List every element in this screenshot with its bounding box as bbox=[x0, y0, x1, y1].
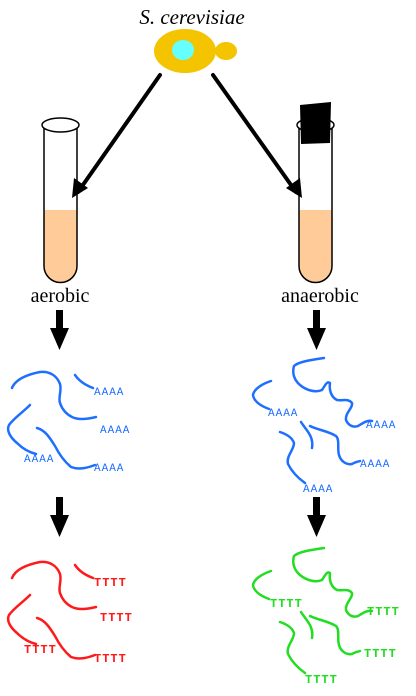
organism-title: S. cerevisiae bbox=[139, 5, 244, 29]
yeast-bud bbox=[215, 42, 237, 60]
arrow-head-to-anaerobic bbox=[286, 178, 302, 198]
aerobic-mrna bbox=[6, 370, 98, 470]
aerobic-polya-tails: AAAA AAAA AAAA AAAA bbox=[24, 387, 130, 475]
polya-tail: AAAA bbox=[24, 454, 54, 466]
polya-tail: AAAA bbox=[94, 463, 124, 475]
label-anaerobic: anaerobic bbox=[281, 285, 359, 307]
polya-tail: AAAA bbox=[303, 484, 333, 496]
aerobic-tube-outline bbox=[43, 125, 78, 284]
polyt-tail: TTTT bbox=[270, 597, 303, 611]
seal-stopper bbox=[300, 102, 331, 144]
anaerobic-mrna bbox=[251, 356, 374, 485]
polyt-tail: TTTT bbox=[94, 652, 127, 666]
down-arrow-anaerobic-2 bbox=[307, 497, 326, 537]
polya-tail: AAAA bbox=[360, 459, 390, 471]
yeast-cell bbox=[154, 29, 237, 73]
polyt-tail: TTTT bbox=[100, 611, 133, 625]
anaerobic-cdna bbox=[251, 546, 374, 675]
polyt-tail: TTTT bbox=[305, 673, 338, 687]
arrow-to-aerobic bbox=[76, 73, 162, 194]
aerobic-cdna bbox=[6, 560, 98, 660]
label-aerobic: aerobic bbox=[31, 285, 90, 307]
aerobic-polyt-tails: TTTT TTTT TTTT TTTT bbox=[24, 576, 133, 666]
polya-tail: AAAA bbox=[366, 420, 396, 432]
anaerobic-tube-outline bbox=[298, 125, 333, 284]
anaerobic-polyt-tails: TTTT TTTT TTTT TTTT bbox=[270, 597, 400, 687]
down-arrow-aerobic-2 bbox=[50, 497, 69, 537]
arrow-head-to-aerobic bbox=[72, 178, 88, 198]
polyt-tail: TTTT bbox=[94, 576, 127, 590]
anaerobic-culture bbox=[299, 210, 332, 283]
aerobic-culture bbox=[44, 210, 77, 283]
anaerobic-tube bbox=[296, 102, 335, 284]
aerobic-tube-rim bbox=[41, 117, 80, 133]
polya-tail: AAAA bbox=[268, 408, 298, 420]
polyt-tail: TTTT bbox=[367, 605, 400, 619]
down-arrow-aerobic-1 bbox=[50, 310, 69, 350]
aerobic-tube bbox=[41, 117, 80, 284]
polyt-tail: TTTT bbox=[364, 647, 397, 661]
anaerobic-polya-tails: AAAA AAAA AAAA AAAA bbox=[268, 408, 396, 496]
arrow-to-anaerobic bbox=[211, 73, 298, 194]
polya-tail: AAAA bbox=[94, 387, 124, 399]
down-arrow-anaerobic-1 bbox=[307, 310, 326, 350]
polyt-tail: TTTT bbox=[24, 643, 57, 657]
polya-tail: AAAA bbox=[100, 425, 130, 437]
yeast-nucleus bbox=[172, 40, 194, 60]
